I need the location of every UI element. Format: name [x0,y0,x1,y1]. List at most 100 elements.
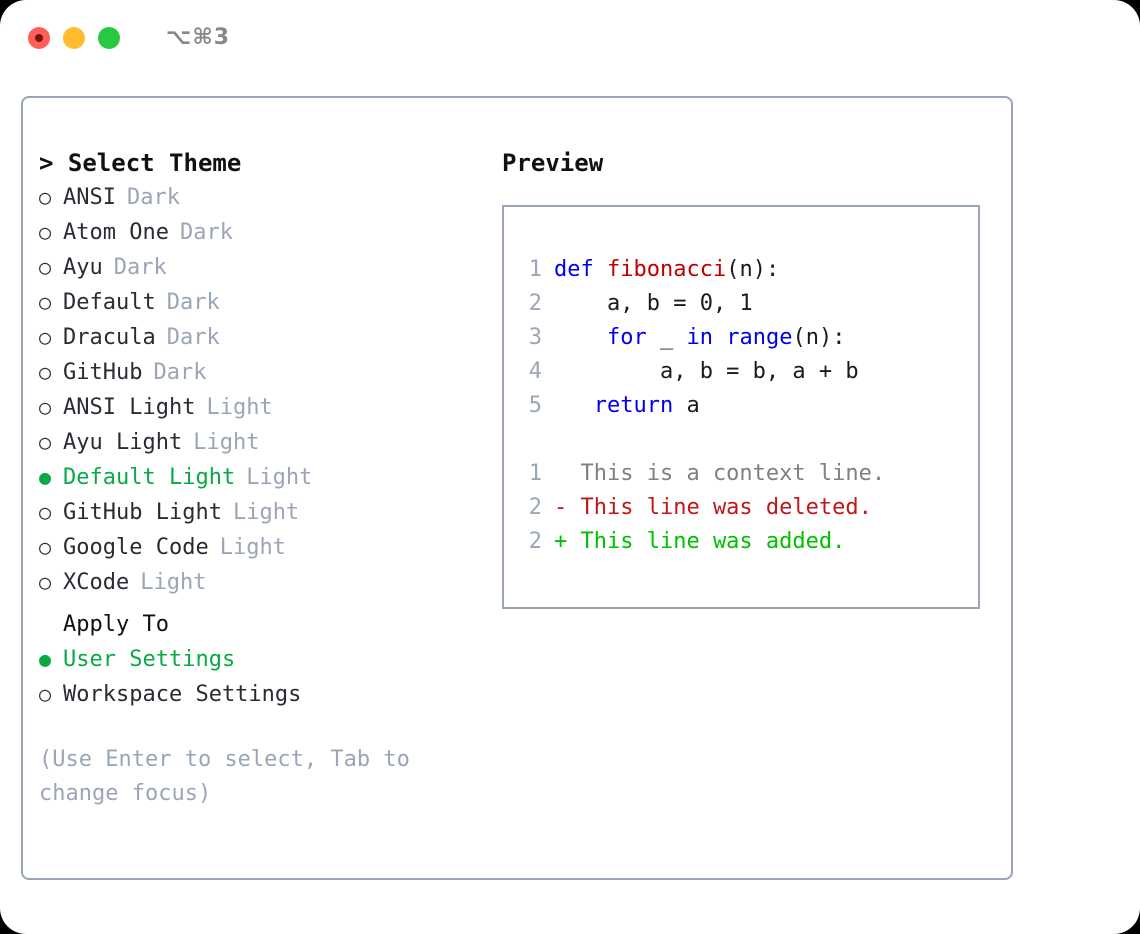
select-theme-header: > Select Theme [39,149,242,177]
radio-unselected-icon: ○ [39,255,52,279]
theme-name: Dracula [63,325,156,350]
theme-category-tag: Dark [166,290,220,315]
diff-line-deleted: 2- This line was deleted. [518,491,978,525]
code-line: 1 def fibonacci(n): [518,253,978,287]
line-number: 2 [528,291,542,316]
code-text: a, b = 0, 1 [554,287,753,321]
theme-category-tag: Light [232,500,300,525]
apply-to-option-user-settings[interactable]: ● User Settings [39,642,489,677]
code-token-plain: _ [646,325,687,350]
apply-to-label: User Settings [63,647,236,672]
theme-name: XCode [63,570,130,595]
code-token-plain: a, b = 0, 1 [554,291,753,316]
theme-category-tag: Light [246,465,313,490]
theme-name: Ayu Light [63,430,183,455]
close-button[interactable] [28,27,50,49]
diff-text: + This line was added. [554,529,846,554]
code-diff-separator [518,423,978,457]
code-token-plain [554,393,594,418]
apply-to-section: Apply To ● User Settings ○Workspace Settin… [39,608,489,712]
maximize-button[interactable] [98,27,120,49]
code-token-kw: def [554,257,607,282]
radio-unselected-icon: ○ [39,325,52,349]
theme-option-github[interactable]: ○ GitHub Dark [39,355,489,390]
theme-name: Google Code [63,535,209,560]
traffic-light-group [28,27,120,49]
code-text: a, b = b, a + b [554,355,859,389]
window-titlebar: ⌥⌘3 [0,0,1140,76]
code-token-plain: (n): [792,325,846,350]
code-token-kw: return [593,393,674,418]
code-line: 5 return a [518,389,978,423]
radio-unselected-icon: ○ [39,500,52,524]
diff-line-context: 1 This is a context line. [518,457,978,491]
theme-category-tag: Dark [113,255,167,280]
theme-option-xcode[interactable]: ○ XCode Light [39,565,489,600]
theme-category-tag: Light [193,430,260,455]
diff-text: - This line was deleted. [554,495,872,520]
theme-category-tag: Dark [153,360,207,385]
code-token-fn: fibonacci [606,257,727,282]
code-token-kw: in [686,325,713,350]
keyboard-hint-text: (Use Enter to select, Tab to change focu… [39,747,410,806]
code-token-plain: a, b = b, a + b [554,359,859,384]
radio-unselected-icon: ○ [39,535,52,559]
theme-name: Default Light [63,465,236,490]
line-number: 4 [528,359,542,384]
radio-unselected-icon: ○ [39,570,52,594]
theme-category-tag: Light [140,570,207,595]
code-token-plain: (n): [726,257,780,282]
code-line: 4 a, b = b, a + b [518,355,978,389]
code-line: 2 a, b = 0, 1 [518,287,978,321]
radio-unselected-icon: ○ [39,290,52,314]
theme-option-default-light[interactable]: ● Default Light Light [39,460,489,495]
theme-name: Ayu [63,255,103,280]
code-token-plain [554,325,607,350]
theme-option-ayu-light[interactable]: ○ Ayu Light Light [39,425,489,460]
diff-text: This is a context line. [554,461,886,486]
theme-category-tag: Light [219,535,286,560]
radio-unselected-icon: ○ [39,185,52,209]
apply-to-option-workspace-settings[interactable]: ○Workspace Settings [39,677,489,712]
theme-name: Default [63,290,156,315]
radio-unselected-icon: ○ [39,360,52,384]
theme-option-ayu[interactable]: ○ Ayu Dark [39,250,489,285]
code-text: return a [554,389,700,423]
code-token-kw: for [606,325,647,350]
line-number: 1 [528,257,542,282]
radio-unselected-icon: ○ [39,220,52,244]
radio-selected-icon: ● [39,465,52,489]
theme-name: ANSI Light [63,395,196,420]
radio-unselected-icon: ○ [39,682,52,706]
code-token-plain [713,325,726,350]
theme-name: GitHub [63,360,143,385]
keyboard-shortcut-label: ⌥⌘3 [166,25,231,50]
radio-unselected-icon: ○ [39,430,52,454]
diff-sample: 1 This is a context line.2- This line wa… [518,457,978,559]
theme-category-tag: Dark [179,220,233,245]
theme-option-default[interactable]: ○ Default Dark [39,285,489,320]
minimize-button[interactable] [63,27,85,49]
radio-selected-icon: ● [39,647,52,671]
apply-to-list: ● User Settings ○Workspace Settings [39,642,489,712]
theme-option-google-code[interactable]: ○ Google Code Light [39,530,489,565]
line-number: 1 [528,461,542,486]
apply-to-header: Apply To [63,612,169,637]
theme-name: ANSI [63,185,116,210]
code-text: def fibonacci(n): [554,253,779,287]
code-line: 3 for _ in range(n): [518,321,978,355]
diff-line-added: 2+ This line was added. [518,525,978,559]
theme-category-tag: Light [206,395,273,420]
